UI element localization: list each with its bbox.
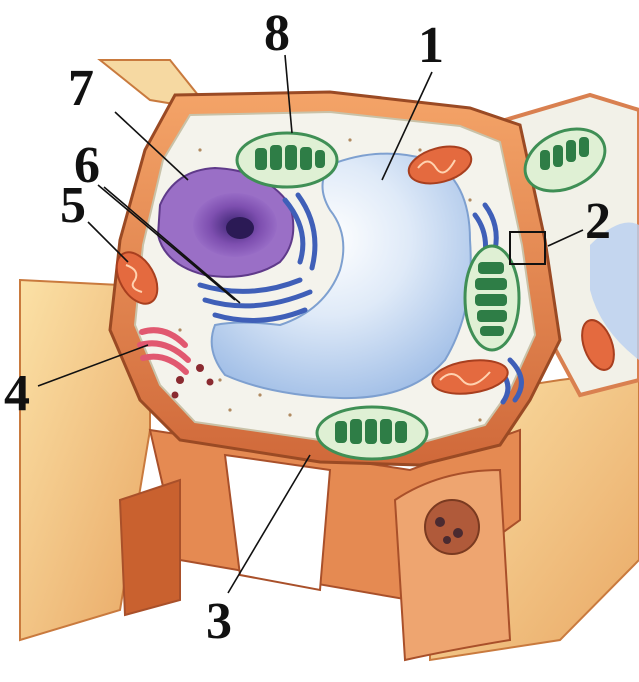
label-1-vacuole: 1 (418, 17, 444, 74)
label-8-chloroplast: 8 (264, 5, 290, 62)
cell-wall-front (120, 430, 520, 660)
label-7-nucleus: 7 (68, 60, 94, 117)
label-2-plasmodesma: 2 (585, 193, 611, 250)
label-6-endoplasmic-reticulum: 6 (74, 137, 100, 194)
chloroplast-bottom (317, 407, 427, 459)
chloroplast-top (237, 133, 337, 187)
label-3-cell-wall: 3 (206, 593, 232, 650)
label-4-golgi: 4 (4, 365, 30, 422)
